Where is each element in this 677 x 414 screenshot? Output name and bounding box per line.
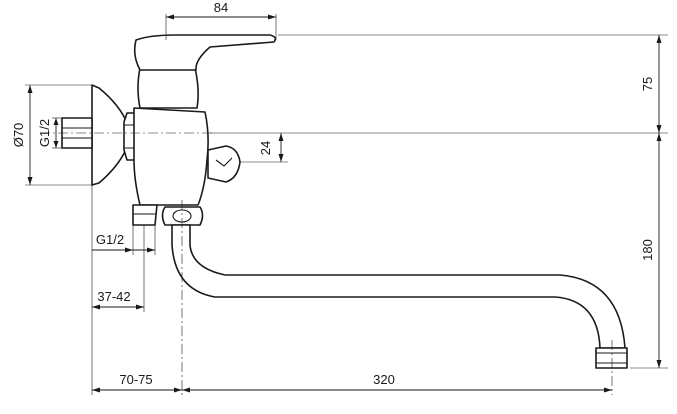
mixer-body bbox=[133, 107, 209, 206]
dim-70-75-label: 70-75 bbox=[119, 372, 152, 387]
dimension-labels: 84 75 180 24 Ø70 G1/2 G1/2 37-42 70-75 3… bbox=[11, 0, 655, 387]
dim-g12-bottom-label: G1/2 bbox=[96, 232, 124, 247]
dimension-lines bbox=[25, 14, 668, 395]
center-lines bbox=[40, 132, 613, 395]
cartridge-cap bbox=[137, 67, 199, 109]
wall-flange bbox=[91, 84, 129, 186]
bottom-inlet bbox=[132, 204, 158, 226]
dim-g12-left-label: G1/2 bbox=[37, 119, 52, 147]
dim-diameter-70-label: Ø70 bbox=[11, 123, 26, 148]
dim-84-label: 84 bbox=[214, 0, 228, 15]
faucet-body bbox=[61, 34, 628, 369]
diverter-knob bbox=[207, 145, 241, 183]
dim-37-42-label: 37-42 bbox=[97, 289, 130, 304]
dim-75-label: 75 bbox=[640, 77, 655, 91]
spout-swivel-nut bbox=[161, 206, 204, 226]
handle-lever bbox=[133, 34, 277, 71]
dim-320-label: 320 bbox=[373, 372, 395, 387]
spout-tube bbox=[171, 224, 626, 349]
dim-24-label: 24 bbox=[258, 141, 273, 155]
aerator bbox=[595, 347, 628, 369]
dim-180-label: 180 bbox=[640, 239, 655, 261]
